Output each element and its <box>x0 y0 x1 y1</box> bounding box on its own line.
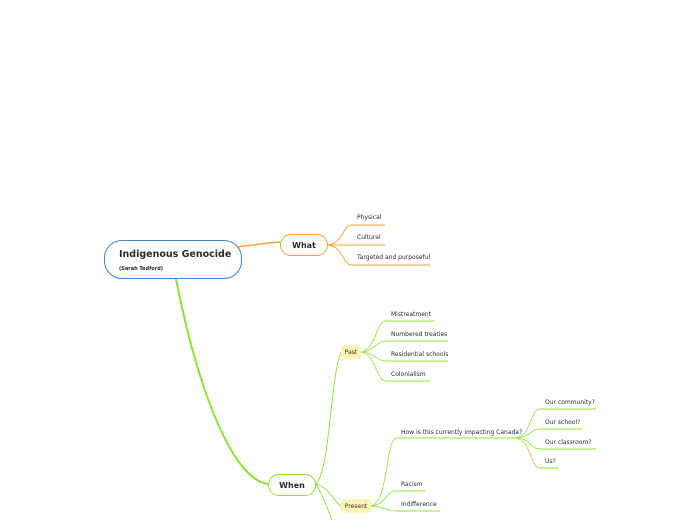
leaf-racism[interactable]: Racism <box>401 481 423 488</box>
connector-what-physical <box>327 224 353 246</box>
connector-present-indifference <box>370 505 397 512</box>
leaf-mistreatment[interactable]: Mistreatment <box>391 311 432 318</box>
connector-when-extra <box>315 483 333 520</box>
connector-past-3 <box>360 351 387 362</box>
connector-when-past <box>315 351 342 485</box>
connector-q-3 <box>514 437 541 450</box>
leaf-targeted[interactable]: Targeted and purposeful <box>357 254 431 261</box>
topic-when[interactable]: When <box>268 474 316 496</box>
leaf-us[interactable]: Us? <box>545 458 556 465</box>
central-topic[interactable]: Indigenous Genocide (Sarah Tedford) <box>104 240 242 279</box>
connector-q-4 <box>514 437 541 469</box>
leaf-our-school[interactable]: Our school? <box>545 419 581 426</box>
leaf-numbered-treaties[interactable]: Numbered treaties <box>391 331 448 338</box>
connector-q-1 <box>514 408 541 439</box>
connector-past-4 <box>360 351 387 382</box>
connector-q-2 <box>514 428 541 439</box>
leaf-cultural[interactable]: Cultural <box>357 234 381 241</box>
leaf-physical[interactable]: Physical <box>357 214 382 221</box>
leaf-indifference[interactable]: Indifference <box>401 501 437 508</box>
central-subtitle: (Sarah Tedford) <box>119 266 164 272</box>
connector-central-what <box>237 241 281 248</box>
leaf-our-classroom[interactable]: Our classroom? <box>545 439 592 446</box>
central-title: Indigenous Genocide <box>119 249 232 260</box>
connector-what-targeted <box>327 244 353 266</box>
topic-what[interactable]: What <box>280 234 328 256</box>
subtopic-present[interactable]: Present <box>341 499 371 513</box>
connector-past-2 <box>360 340 387 353</box>
leaf-impact-question[interactable]: How is this currently impacting Canada? <box>401 429 523 436</box>
leaf-residential-schools[interactable]: Residential schools <box>391 351 449 358</box>
connector-present-question <box>370 437 397 507</box>
connector-when-present <box>315 483 342 507</box>
leaf-colonialism[interactable]: Colonialism <box>391 371 426 378</box>
connector-central-when <box>175 278 269 485</box>
subtopic-past[interactable]: Past <box>341 345 361 359</box>
leaf-our-community[interactable]: Our community? <box>545 399 595 406</box>
connector-present-racism <box>370 490 397 507</box>
connector-past-1 <box>360 320 387 353</box>
